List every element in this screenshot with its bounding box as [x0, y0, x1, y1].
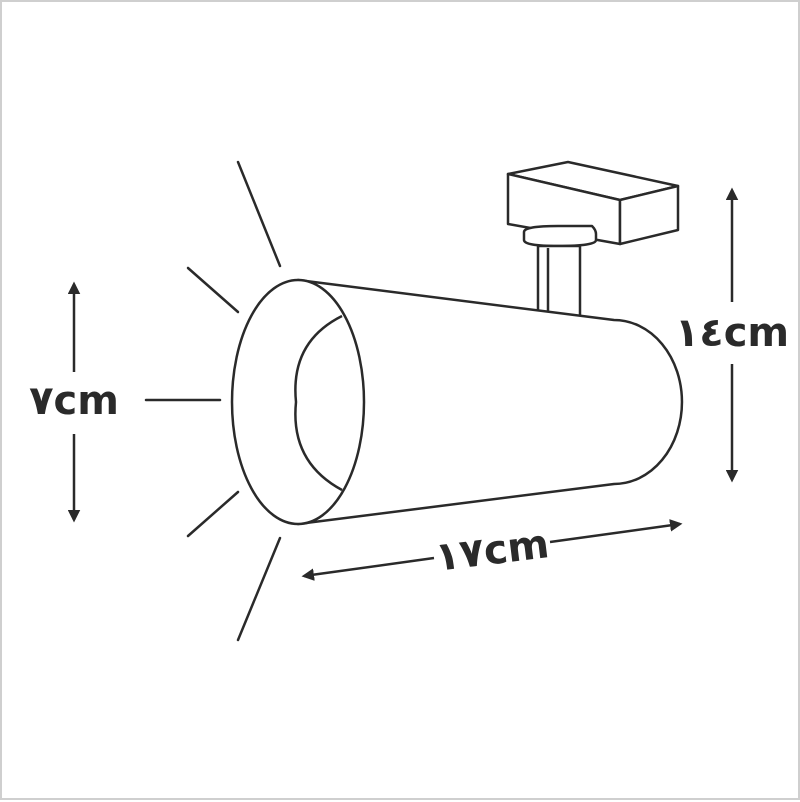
track-adapter: [506, 160, 680, 248]
light-ray: [186, 266, 240, 314]
light-ray: [186, 490, 240, 538]
lamp-front-rim: [230, 278, 366, 526]
length-label: ١٧cm: [433, 521, 552, 581]
length-arrow-left: [301, 556, 435, 581]
lamp-inner-rim: [294, 314, 343, 492]
lamp-body: [230, 278, 684, 526]
total-height-label: ١٤cm: [675, 310, 789, 356]
light-ray: [236, 160, 282, 268]
light-ray: [236, 536, 282, 642]
length-arrow-right: [549, 519, 683, 544]
light-rays: [144, 160, 282, 642]
stem: [536, 244, 582, 318]
height-label: ٧cm: [29, 378, 119, 424]
length-dimension: [301, 519, 683, 581]
